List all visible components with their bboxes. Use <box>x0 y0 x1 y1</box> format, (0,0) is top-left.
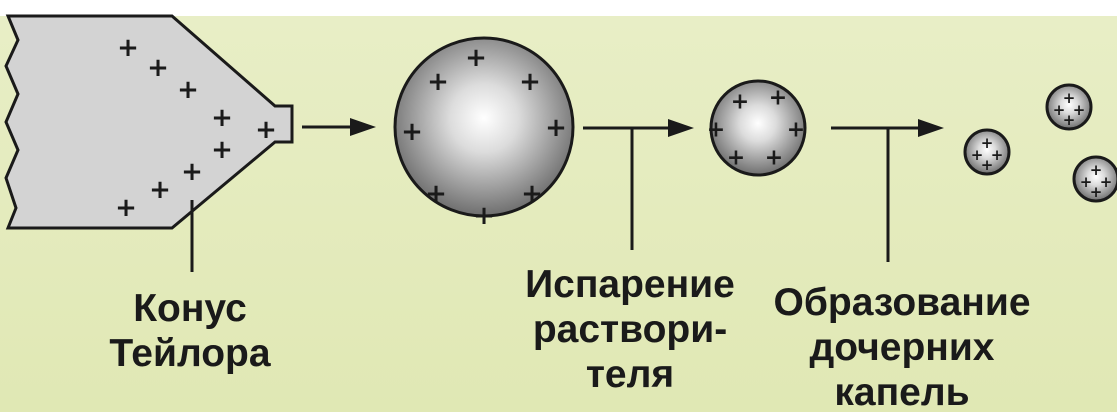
label-line: капель <box>834 371 970 412</box>
label-daughter-droplets: Образование дочерних капель <box>762 280 1042 412</box>
plus-icon: + <box>991 146 1004 164</box>
plus-icon: + <box>1080 173 1093 191</box>
plus-icon: + <box>1053 101 1066 119</box>
plus-icon: + <box>727 146 745 171</box>
plus-icon: + <box>255 115 277 145</box>
plus-icon: + <box>769 86 787 111</box>
plus-icon: + <box>211 135 233 165</box>
label-line: Испарение <box>525 263 735 306</box>
daughter-droplet <box>1045 83 1093 131</box>
plus-icon: + <box>177 75 199 105</box>
medium-droplet <box>709 79 807 177</box>
daughter-droplet <box>963 128 1011 176</box>
label-line: теля <box>585 353 675 396</box>
plus-icon: + <box>971 146 984 164</box>
plus-icon: + <box>707 118 725 143</box>
plus-icon: + <box>545 113 567 143</box>
plus-icon: + <box>1090 183 1103 201</box>
taylor-cone-capillary <box>4 14 294 230</box>
plus-icon: + <box>787 118 805 143</box>
label-line: Тейлора <box>109 332 271 375</box>
plus-icon: + <box>427 67 449 97</box>
label-taylor-cone: Конус Тейлора <box>85 286 295 376</box>
label-solvent-evaporation: Испарение раствори- теля <box>500 262 760 397</box>
label-line: Конус <box>133 287 247 330</box>
plus-icon: + <box>1100 173 1113 191</box>
arrow-right-icon <box>583 119 694 137</box>
plus-icon: + <box>1073 101 1086 119</box>
label-line: Образование <box>773 281 1031 324</box>
plus-icon: + <box>465 43 487 73</box>
plus-icon: + <box>115 193 137 223</box>
plus-icon: + <box>473 201 495 231</box>
plus-icon: + <box>401 117 423 147</box>
plus-icon: + <box>181 157 203 187</box>
plus-icon: + <box>117 33 139 63</box>
charge-signs: +++++++++++++++++++++++++++++++++++ <box>115 33 1112 231</box>
plus-icon: + <box>1063 89 1076 107</box>
arrow-right-icon <box>302 118 376 136</box>
plus-icon: + <box>147 53 169 83</box>
plus-icon: + <box>149 175 171 205</box>
plus-icon: + <box>521 179 543 209</box>
plus-icon: + <box>519 67 541 97</box>
large-droplet <box>393 36 575 218</box>
plus-icon: + <box>731 90 749 115</box>
daughter-droplet <box>1072 155 1117 203</box>
plus-icon: + <box>425 179 447 209</box>
arrow-right-icon <box>831 119 944 137</box>
plus-icon: + <box>1063 111 1076 129</box>
plus-icon: + <box>981 134 994 152</box>
plus-icon: + <box>981 156 994 174</box>
plus-icon: + <box>1090 161 1103 179</box>
plus-icon: + <box>765 146 783 171</box>
label-line: дочерних <box>809 326 995 369</box>
plus-icon: + <box>211 103 233 133</box>
label-line: раствори- <box>532 308 728 351</box>
